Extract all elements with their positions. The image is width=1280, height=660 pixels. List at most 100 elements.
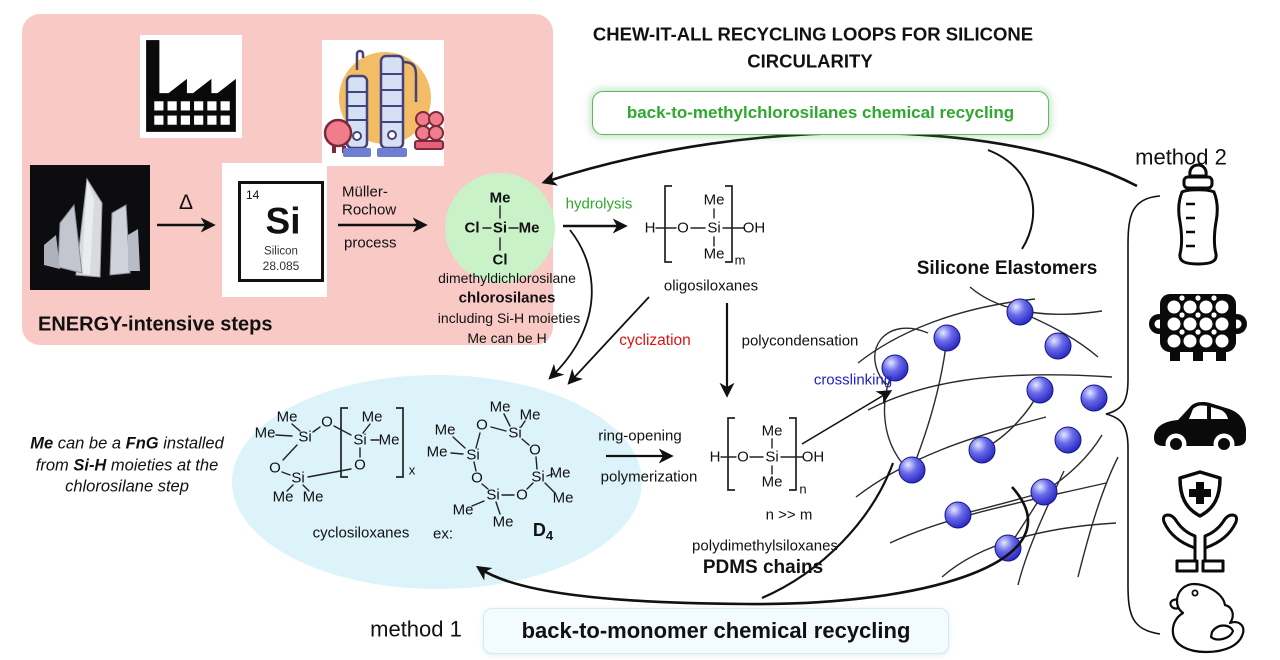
atom-label: Me xyxy=(303,489,324,506)
atom-label: Me xyxy=(362,409,383,426)
polymerization-label: polymerization xyxy=(600,468,698,486)
chlorosilane-caption-1: dimethyldichlorosilane xyxy=(438,269,576,286)
atom-label: Si xyxy=(508,425,521,442)
method2-banner: back-to-methylchlorosilanes chemical rec… xyxy=(592,91,1049,135)
chlorosilane-caption-3: including Si-H moieties xyxy=(437,309,581,326)
d4-label: D4 xyxy=(533,520,553,544)
pdms-chains-label: PDMS chains xyxy=(702,557,824,579)
atom-label: Me xyxy=(704,246,725,263)
atom-label: Cl xyxy=(493,252,508,269)
atom-label: Si xyxy=(531,469,544,486)
atom-label: Si xyxy=(707,220,720,237)
quartz-crystal-photo xyxy=(30,165,150,290)
atom-label: Cl xyxy=(465,220,480,237)
plant-tile xyxy=(322,40,444,166)
atom-label: O xyxy=(677,220,689,237)
note-text-1: can be a xyxy=(53,434,126,453)
atom-label: Me xyxy=(490,190,511,207)
icons-brace xyxy=(1105,195,1161,635)
d4-structure: Me Me Me O Si Me Si O O Si Me Si O Me Me… xyxy=(427,399,574,531)
atom-label: O xyxy=(476,417,488,434)
method2-loop-arrow xyxy=(541,131,1138,188)
muller-label-3: process xyxy=(344,234,397,252)
atom-label: Si xyxy=(353,432,366,449)
method1-loop-arrow xyxy=(475,486,1029,606)
atom-label: Si xyxy=(493,220,507,237)
factory-icon xyxy=(146,40,236,132)
factory-tile xyxy=(140,35,242,138)
note-text-4: moieties at the xyxy=(106,456,219,475)
atom-label: O xyxy=(737,449,749,466)
atom-label: Me xyxy=(762,423,783,440)
rubber-duck-icon xyxy=(1169,582,1245,654)
atom-label: Me xyxy=(490,399,511,416)
atom-label: Si xyxy=(486,487,499,504)
atom-label: OH xyxy=(743,220,766,237)
medical-shield-hands-icon xyxy=(1162,470,1238,573)
chlorosilane-caption-2: chlorosilanes xyxy=(458,289,556,307)
atom-label: Me xyxy=(550,465,571,482)
atom-label: Me xyxy=(427,444,448,461)
delta-label: Δ xyxy=(178,190,194,214)
note-sih: Si-H xyxy=(73,456,107,475)
polycondensation-label: polycondensation xyxy=(741,332,859,350)
atom-label: Me xyxy=(277,409,298,426)
note-text-3: from xyxy=(35,456,74,475)
atom-label: Me xyxy=(762,474,783,491)
atom-label: Me xyxy=(435,422,456,439)
crosslink-spheres xyxy=(881,298,1108,562)
atom-label: Me xyxy=(273,489,294,506)
cyclosiloxane-ellipse xyxy=(232,375,642,589)
atom-label: Me xyxy=(520,407,541,424)
oligosiloxane-structure: H O Si OH Me Me m xyxy=(645,185,766,268)
atom-label: Me xyxy=(493,514,514,531)
cyclosiloxanes-label: cyclosiloxanes xyxy=(312,524,410,542)
atom-label: H xyxy=(645,220,656,237)
atom-label: Me xyxy=(453,502,474,519)
atom-label: O xyxy=(529,442,541,459)
atom-label: Me xyxy=(379,432,400,449)
crosslinking-arrow xyxy=(801,390,893,445)
pdms-name-label: polydimethylsiloxanes xyxy=(692,537,838,555)
chlorosilane-caption-4: Me can be H xyxy=(467,329,547,346)
chlorosilane-structure: Me Cl Si Me Cl xyxy=(465,190,540,269)
atom-label: Si xyxy=(466,447,479,464)
note-text-2: installed xyxy=(158,434,224,453)
ex-label: ex: xyxy=(432,525,454,543)
si-periodic-tile: 14 Si Silicon 28.085 xyxy=(222,163,327,297)
cyclization-label: cyclization xyxy=(619,332,691,350)
oligosiloxanes-label: oligosiloxanes xyxy=(663,277,759,295)
atom-label: Me xyxy=(704,192,725,209)
n-much-greater-m-label: n >> m xyxy=(765,506,813,524)
d4-subscript: 4 xyxy=(545,528,554,544)
si-tile-frame: 14 Si Silicon 28.085 xyxy=(238,181,324,282)
atom-label: O xyxy=(354,457,366,474)
d4-letter: D xyxy=(532,520,546,541)
method1-secondary-curve xyxy=(761,462,895,600)
energy-caption: ENERGY-intensive steps xyxy=(38,313,273,336)
tile-number: 14 xyxy=(246,188,260,203)
atom-label: O xyxy=(516,487,528,504)
atom-label: O xyxy=(269,460,281,477)
note-text-5: chlorosilane step xyxy=(65,477,189,496)
atom-label: Si xyxy=(291,470,304,487)
method1-banner: back-to-monomer chemical recycling xyxy=(483,608,949,654)
atom-label: Si xyxy=(765,449,778,466)
elastomer-exit-curve xyxy=(987,149,1035,250)
atom-label: Me xyxy=(553,490,574,507)
method1-label: method 1 xyxy=(370,616,462,642)
atom-label: Me xyxy=(519,220,540,237)
tile-symbol: Si xyxy=(265,200,301,242)
atom-label: O xyxy=(471,470,483,487)
elastomer-network xyxy=(855,286,1119,586)
subscript-m: m xyxy=(735,253,746,268)
silicone-elastomers-label: Silicone Elastomers xyxy=(916,258,1098,280)
chlorosilane-circle xyxy=(445,173,555,283)
page-title: CHEW-IT-ALL RECYCLING LOOPS FOR SILICONE xyxy=(592,23,1034,45)
atom-label: O xyxy=(321,414,333,431)
note-me: Me xyxy=(30,434,54,453)
ring-opening-label: ring-opening xyxy=(598,427,682,445)
note-fng: FnG xyxy=(125,434,159,453)
crosslinking-label: crosslinking xyxy=(813,371,893,389)
